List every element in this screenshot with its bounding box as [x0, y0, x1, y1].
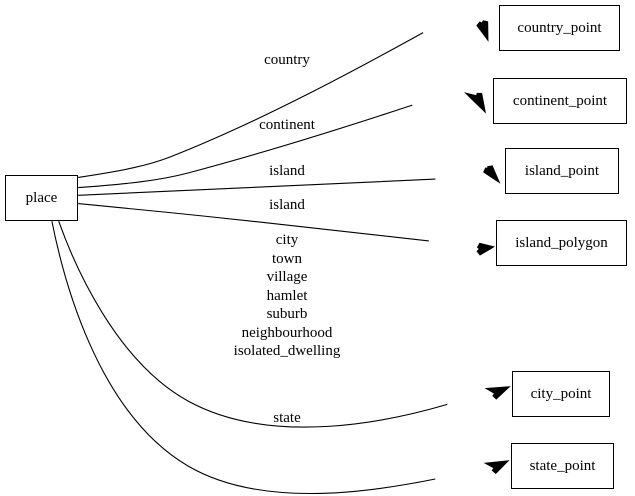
- edge-place-island_point-label: island: [269, 163, 305, 179]
- edge-label-line: hamlet: [266, 287, 308, 304]
- edge-place-country_point: [78, 32, 424, 178]
- edge-place-island_polygon-arrowhead: [476, 242, 496, 256]
- edge-label-line: city: [275, 232, 299, 248]
- edge-place-country_point-arrowhead: [476, 20, 489, 42]
- node-island_polygon[interactable]: island_polygon: [496, 220, 627, 266]
- edge-place-city_point: [58, 221, 448, 428]
- node-label: island_polygon: [515, 234, 608, 251]
- node-label: place: [25, 189, 58, 206]
- node-state_point[interactable]: state_point: [511, 443, 614, 489]
- node-label: country_point: [517, 19, 602, 36]
- edge-place-continent_point-arrowhead: [463, 92, 487, 114]
- edge-place-island_point: [78, 178, 436, 196]
- edge-label-line: isolated_dwelling: [233, 343, 341, 359]
- node-continent_point[interactable]: continent_point: [493, 78, 627, 124]
- node-label: state_point: [529, 457, 596, 474]
- node-label: city_point: [530, 385, 592, 402]
- edge-place-city_point-arrowhead: [484, 386, 511, 400]
- edge-place-continent_point-label: continent: [259, 117, 315, 133]
- edge-place-continent_point: [78, 104, 413, 189]
- edge-place-city_point-label: city town village hamlet suburb neighbourhood…: [234, 231, 341, 361]
- edge-label-line: village: [266, 269, 308, 285]
- node-island_point[interactable]: island_point: [505, 148, 619, 194]
- edge-label-line: neighbourhood: [241, 324, 333, 341]
- node-place[interactable]: place: [5, 175, 78, 221]
- edge-place-island_point-arrowhead: [483, 165, 501, 184]
- edge-place-country_point-label: country: [264, 52, 310, 68]
- node-city_point[interactable]: city_point: [512, 371, 610, 417]
- edge-place-state_point-arrowhead: [483, 460, 510, 475]
- node-label: island_point: [524, 162, 600, 179]
- node-country_point[interactable]: country_point: [499, 5, 620, 51]
- edge-place-island_polygon: [78, 203, 429, 242]
- edge-label-line: town: [272, 250, 302, 267]
- edge-label-line: suburb: [266, 306, 308, 322]
- edge-place-state_point-label: state: [273, 410, 301, 426]
- node-label: continent_point: [512, 92, 608, 109]
- edge-place-island_polygon-label: island: [269, 197, 305, 213]
- edge-place-state_point: [51, 221, 436, 494]
